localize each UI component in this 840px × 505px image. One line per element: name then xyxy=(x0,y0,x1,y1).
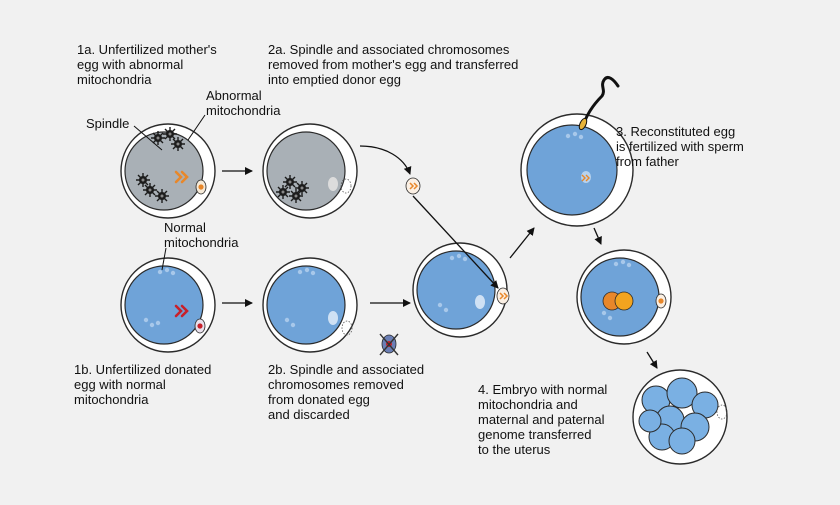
label-normal-mitochondria: Normal mitochondria xyxy=(164,220,239,250)
donor-spindle-icon xyxy=(174,304,189,318)
egg-2a xyxy=(262,123,358,219)
sperm-icon xyxy=(578,76,620,131)
label-step-2b: 2b. Spindle and associated chromosomes r… xyxy=(268,362,425,422)
egg-1b xyxy=(120,257,216,353)
egg-2b xyxy=(262,257,358,353)
transferred-spindle-icon xyxy=(405,177,421,195)
label-abnormal-mitochondria: Abnormal mitochondria xyxy=(206,88,281,118)
leader-lines xyxy=(133,114,206,271)
label-step-1b: 1b. Unfertilized donated egg with normal… xyxy=(74,362,212,407)
embryo xyxy=(632,369,728,465)
fertilized-egg xyxy=(520,76,634,227)
label-step-3: 3. Reconstituted egg is fertilized with … xyxy=(616,124,744,169)
process-arrows xyxy=(222,145,658,369)
egg-1a xyxy=(120,123,216,219)
label-step-4: 4. Embryo with normal mitochondria and m… xyxy=(478,382,608,457)
reconstituted-egg xyxy=(412,242,510,338)
label-step-2a: 2a. Spindle and associated chromosomes r… xyxy=(268,42,519,87)
discarded-spindle-icon xyxy=(379,333,399,356)
label-spindle: Spindle xyxy=(86,116,130,131)
label-step-1a: 1a. Unfertilized mother's egg with abnor… xyxy=(77,42,217,87)
pronuclei-icon xyxy=(602,291,634,311)
spindle-icon xyxy=(174,170,189,184)
zygote xyxy=(576,249,672,345)
